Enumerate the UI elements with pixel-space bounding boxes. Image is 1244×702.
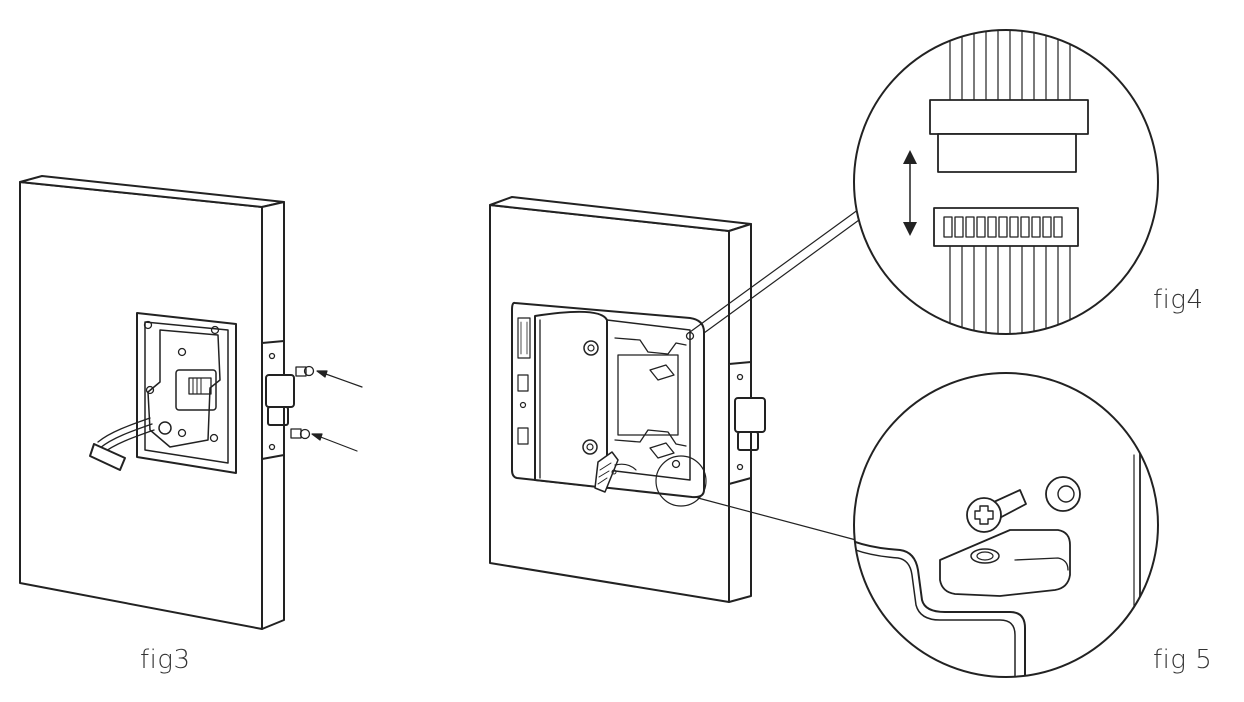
fig5-zoom (853, 372, 1159, 678)
lock-cutout-fig3 (89, 312, 237, 474)
arrow-upper-fig3 (316, 370, 363, 388)
ribbon-wires-top (949, 30, 1071, 101)
screw-lower-fig3 (290, 428, 311, 440)
fig4-zoom (853, 29, 1159, 335)
leader-line-fig4b (703, 211, 871, 334)
zoom-circle-fig4 (853, 29, 1159, 335)
fig3-label: fig3 (140, 645, 191, 675)
arrow-lower-fig3 (311, 433, 358, 452)
screw-fig5 (966, 489, 1027, 533)
fig4-label: fig4 (1153, 285, 1204, 315)
fig5-label: fig 5 (1153, 645, 1213, 675)
lock-body-fig4 (511, 301, 705, 499)
washer-fig5 (1045, 476, 1081, 512)
detail-callout-circle (655, 455, 707, 507)
fig3-drawing (19, 175, 363, 630)
leader-line-fig5 (697, 497, 857, 541)
screw-upper-fig3 (295, 365, 315, 377)
latch-fig3 (261, 340, 295, 460)
door-panel-left (19, 175, 285, 630)
fig4-drawing (489, 196, 871, 603)
zoom-circle-fig5 (853, 372, 1159, 678)
connector-socket (933, 207, 1079, 247)
connector-plug (929, 99, 1089, 173)
latch-fig4 (728, 361, 766, 485)
leader-line-fig4 (689, 203, 867, 333)
double-arrow-icon (903, 150, 917, 236)
